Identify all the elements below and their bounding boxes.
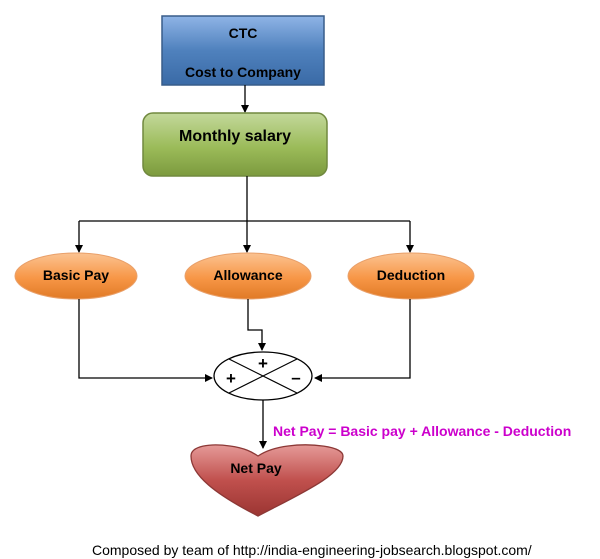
plus-top-symbol: + xyxy=(258,354,268,373)
credit-footer: Composed by team of http://india-enginee… xyxy=(92,542,532,558)
monthly-salary-label: Monthly salary xyxy=(179,128,291,145)
net-pay-label: Net Pay xyxy=(230,460,282,476)
branch-connectors xyxy=(75,176,414,253)
minus-right-symbol: – xyxy=(291,368,300,387)
ctc-subtitle: Cost to Company xyxy=(185,64,301,80)
deduction-label: Deduction xyxy=(377,267,445,283)
junction-connectors xyxy=(78,299,411,382)
ctc-box: CTC Cost to Company xyxy=(161,15,325,86)
basic-pay-node: Basic Pay xyxy=(14,252,138,300)
summing-junction: + + – xyxy=(213,351,313,401)
net-pay-node: Net Pay xyxy=(190,444,344,517)
allowance-label: Allowance xyxy=(213,267,282,283)
basic-pay-label: Basic Pay xyxy=(43,267,109,283)
allowance-node: Allowance xyxy=(184,252,312,300)
deduction-node: Deduction xyxy=(347,252,475,300)
plus-left-symbol: + xyxy=(226,369,236,388)
ctc-title: CTC xyxy=(229,25,258,41)
monthly-salary-box: Monthly salary xyxy=(142,112,328,177)
net-pay-formula: Net Pay = Basic pay + Allowance - Deduct… xyxy=(273,423,571,439)
